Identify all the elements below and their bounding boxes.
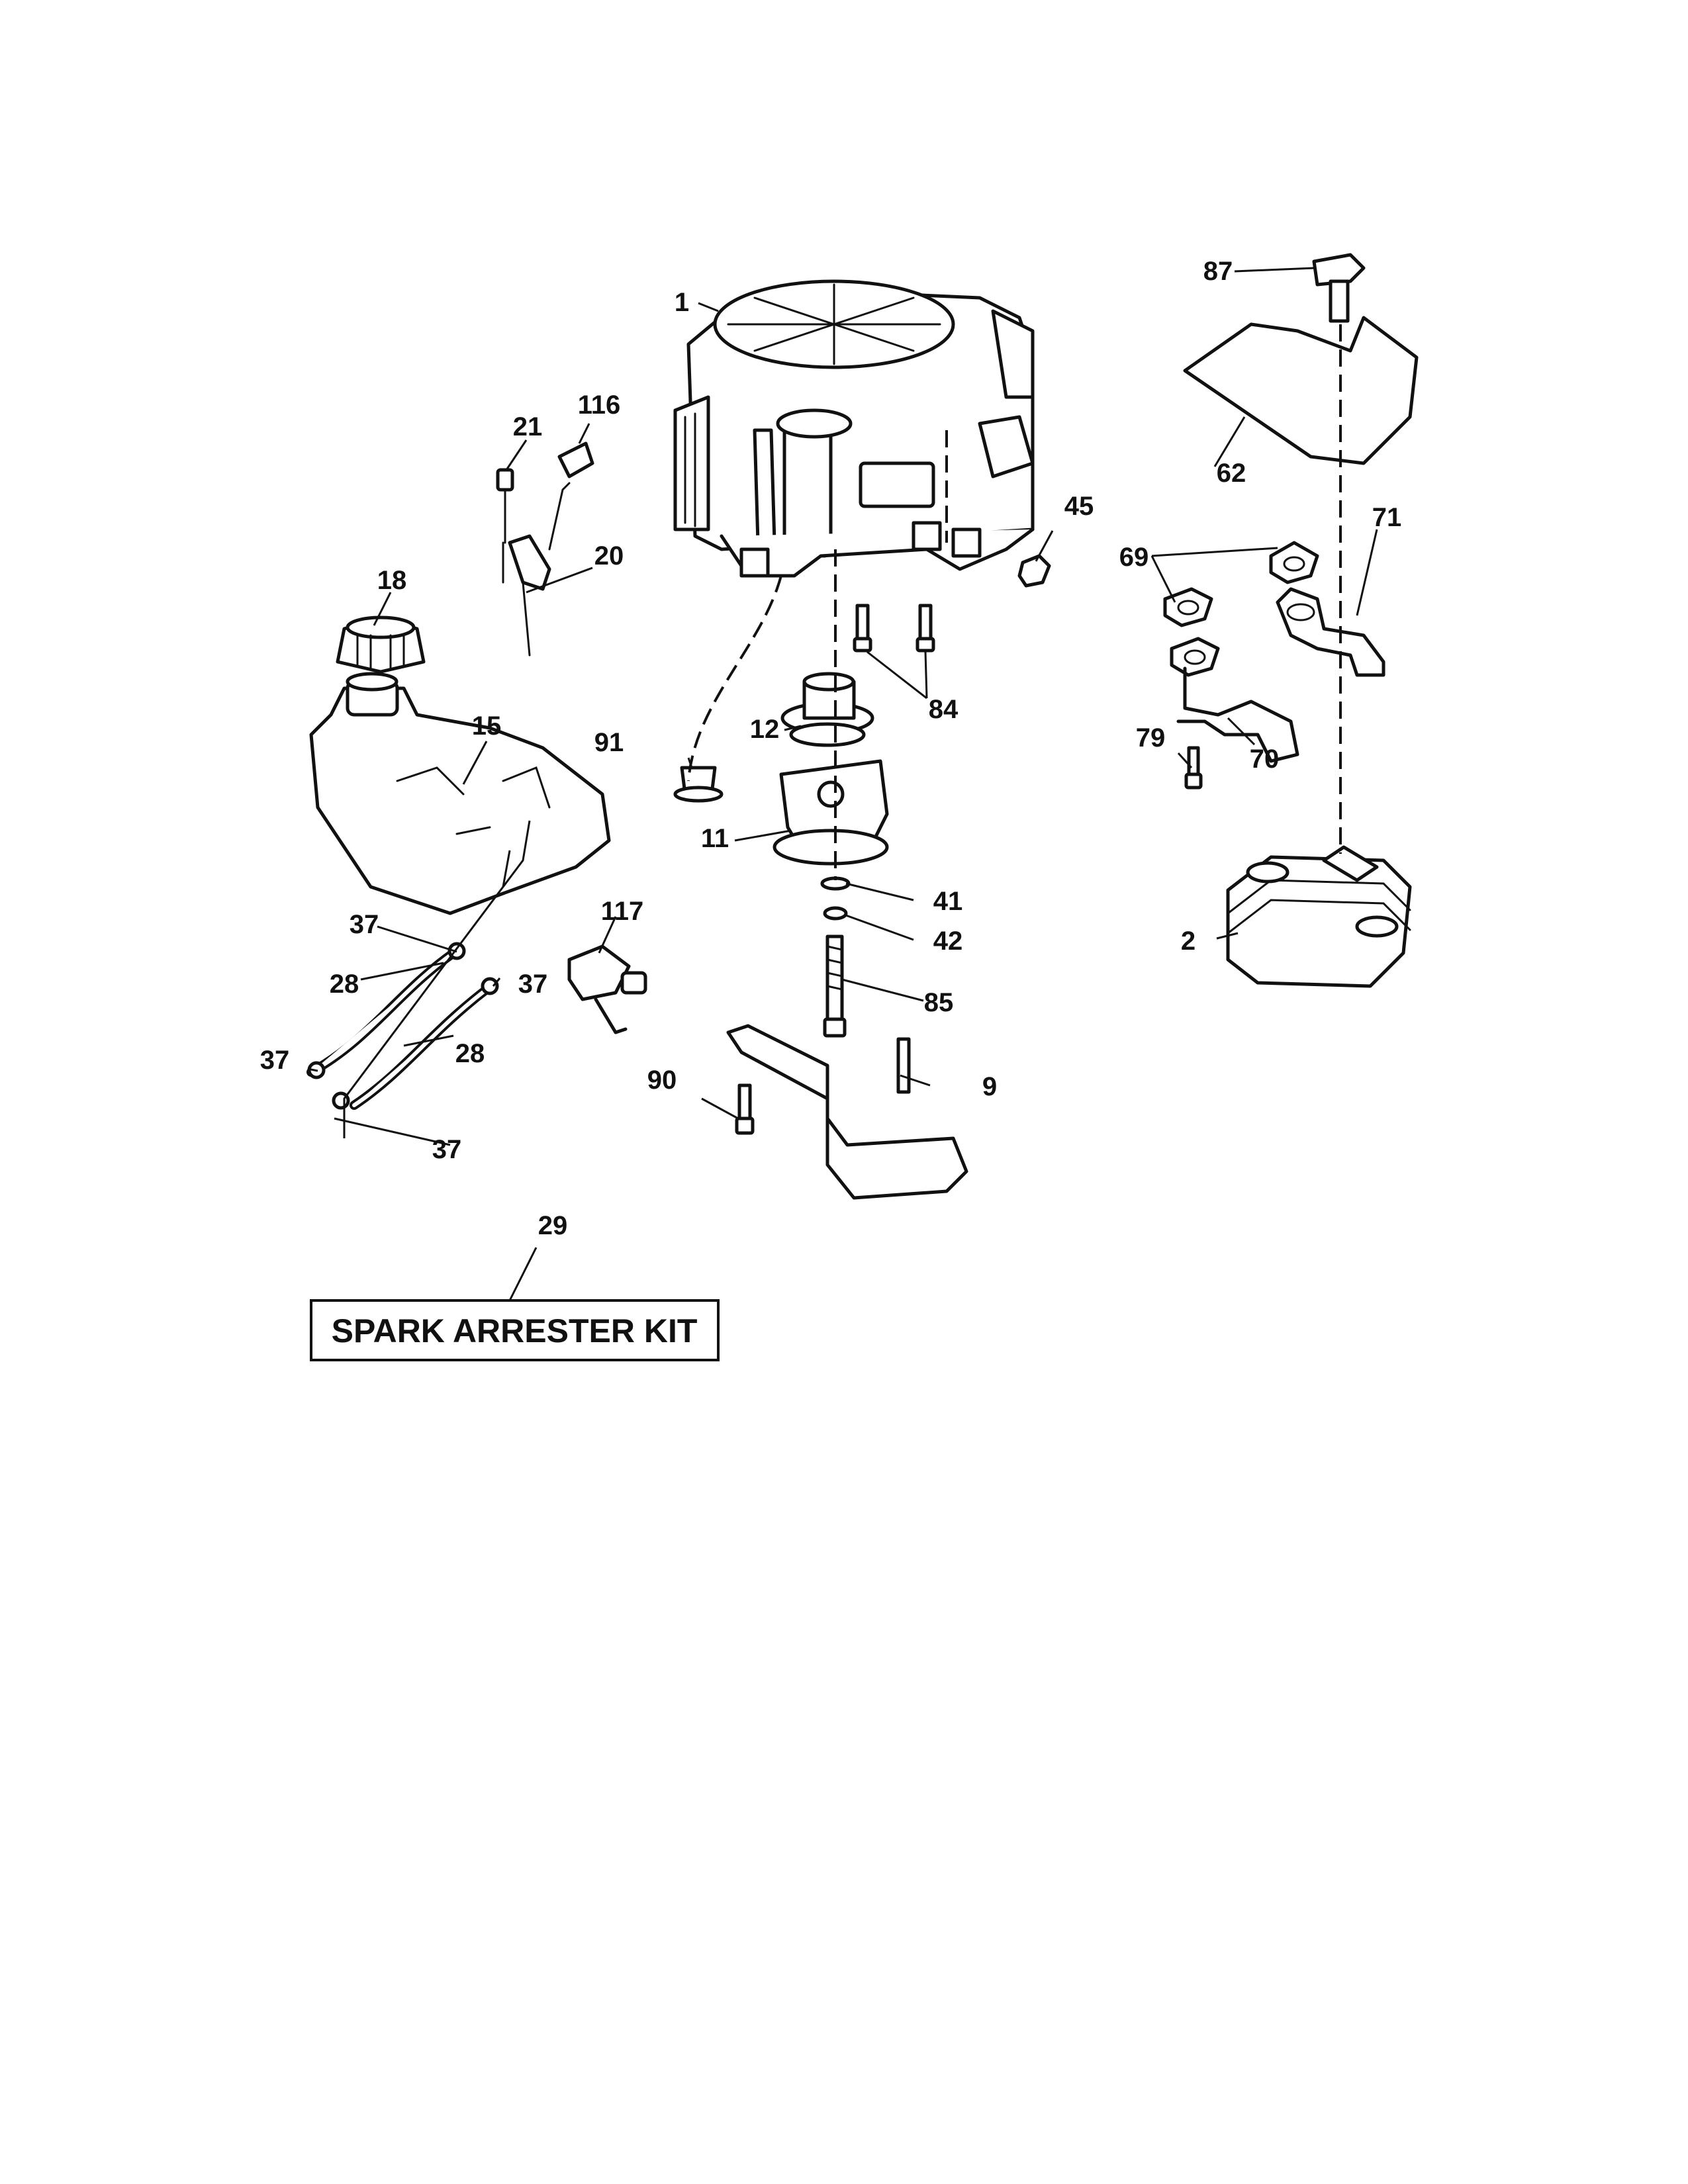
callout-87: 87 [1203,257,1233,286]
bushing-91 [673,766,724,803]
callout-79: 79 [1136,723,1166,752]
callout-37a: 37 [350,910,379,939]
callout-37d: 37 [432,1135,462,1164]
exhaust-gaskets [1163,541,1319,677]
callout-116: 116 [578,390,621,420]
callout-85: 85 [924,988,954,1017]
engine-assembly [673,279,1035,578]
callout-28b: 28 [455,1039,485,1068]
callout-9: 9 [982,1072,997,1101]
fuel-cap [336,615,426,674]
spark-arrester-kit-box: SPARK ARRESTER KIT [310,1299,720,1361]
callout-69: 69 [1119,543,1149,572]
callout-41: 41 [933,887,963,916]
muffler [1226,845,1412,988]
leader-lines [307,267,1378,1301]
knob-87 [1312,253,1366,323]
spark-arrester-kit-label: SPARK ARRESTER KIT [332,1312,698,1349]
callout-18: 18 [377,566,407,595]
callout-12: 12 [750,715,780,744]
exhaust-pipe-70 [1176,666,1299,763]
callout-62: 62 [1217,459,1246,488]
bolt-79 [1184,746,1203,790]
callouts: 1 2 9 11 12 15 18 20 21 28 28 29 37 37 3… [260,257,1402,1240]
fuel-tank [309,672,611,915]
callout-28a: 28 [330,970,359,999]
callout-70: 70 [1250,745,1280,774]
engine-pulley [780,672,874,747]
callout-37c: 37 [260,1046,290,1075]
washers-and-bolt [820,876,851,1038]
exhaust-pipe-71 [1276,587,1385,677]
callout-37b: 37 [518,970,548,999]
fuel-shutoff-valve [567,944,647,1034]
bolt-90 [735,1083,755,1135]
callout-2: 2 [1181,927,1196,956]
callout-20: 20 [594,541,624,570]
bracket-9 [726,1024,968,1200]
callout-84: 84 [929,695,959,724]
heat-shield [1183,316,1419,465]
callout-91: 91 [594,728,624,757]
callout-15: 15 [472,711,502,741]
nut-45 [1017,554,1051,588]
callout-42: 42 [933,927,963,956]
callout-117: 117 [601,897,644,926]
callout-1: 1 [675,288,689,317]
throttle-control [496,441,594,657]
fuel-lines [306,942,499,1110]
callout-11: 11 [701,824,729,853]
callout-90: 90 [647,1066,677,1095]
callout-71: 71 [1372,503,1402,532]
electric-clutch [773,759,889,866]
assembly-dashes [687,324,1342,880]
bolts-84 [853,604,935,653]
callout-21: 21 [513,412,543,441]
callout-45: 45 [1064,492,1094,521]
callout-29: 29 [538,1211,568,1240]
